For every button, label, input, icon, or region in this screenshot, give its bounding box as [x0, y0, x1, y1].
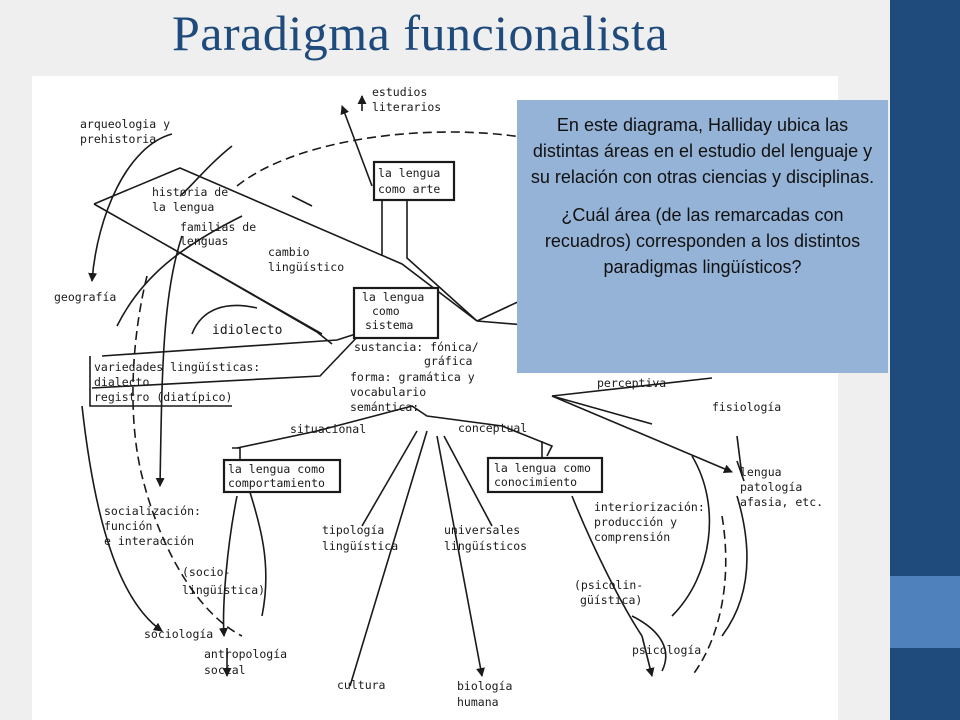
label-tipologia-1: tipología	[322, 523, 384, 537]
box-lengua-sistema: la lengua como sistema	[352, 286, 440, 340]
label-perceptiva: perceptiva	[597, 376, 666, 390]
label-socializacion-1: socialización:	[104, 504, 201, 518]
label-geografia: geografía	[54, 290, 116, 304]
box-conoc-l2: conocimiento	[494, 475, 577, 489]
side-bar-accent	[890, 576, 960, 648]
label-biologia-2: humana	[457, 695, 499, 709]
box-comp-l1: la lengua como	[228, 462, 325, 476]
label-interiorizacion-1: interiorización:	[594, 500, 705, 514]
label-situacional: situacional	[290, 422, 366, 436]
label-variedades-2: dialecto	[94, 375, 149, 389]
diagram-labels: estudios literarios arqueologia y prehis…	[54, 85, 823, 709]
label-forma-2: vocabulario	[350, 385, 426, 399]
label-cambio-1: cambio	[268, 245, 310, 259]
label-socializacion-2: función	[104, 519, 152, 533]
label-sustancia-2: gráfica	[424, 354, 472, 368]
box-lengua-comportamiento: la lengua como comportamiento	[222, 458, 342, 494]
svg-text:la lengua: la lengua	[378, 166, 440, 180]
label-patologia-1: lengua	[740, 465, 782, 479]
box-lengua-arte: la lengua como arte	[372, 160, 456, 202]
label-variedades-1: variedades lingüísticas:	[94, 360, 260, 374]
box-comp-l2: comportamiento	[228, 476, 325, 490]
slide-title: Paradigma funcionalista	[172, 5, 669, 61]
label-patologia-3: afasia, etc.	[740, 495, 823, 509]
callout-paragraph-2: ¿Cuál área (de las remarcadas con recuad…	[544, 205, 861, 277]
label-psicologia: psicología	[632, 643, 701, 657]
label-estudios-1: estudios	[372, 85, 427, 99]
label-interiorizacion-3: comprensión	[594, 530, 670, 544]
label-patologia-2: patología	[740, 480, 802, 494]
label-universales-1: universales	[444, 523, 520, 537]
diagram-lines	[81, 95, 748, 687]
box-lengua-conocimiento: la lengua como conocimiento	[486, 456, 604, 494]
label-estudios-2: literarios	[372, 100, 441, 114]
label-idiolecto: idiolecto	[212, 323, 282, 338]
label-sociologia: sociología	[144, 627, 213, 641]
label-conceptual: conceptual	[458, 421, 527, 435]
box-arte-l2: como arte	[378, 182, 440, 196]
label-arqueologia-2: prehistoria	[80, 132, 156, 146]
box-sistema-l1: la lengua	[362, 290, 424, 304]
callout-box: En este diagrama, Halliday ubica las dis…	[517, 100, 888, 373]
box-sistema-l3: sistema	[365, 318, 413, 332]
label-psicolinguistica-2: güística)	[580, 593, 642, 607]
label-arqueologia-1: arqueologia y	[80, 117, 170, 131]
box-arte-l1: la lengua	[378, 166, 440, 180]
label-cultura: cultura	[337, 678, 385, 692]
callout-paragraph-1: En este diagrama, Halliday ubica las dis…	[530, 115, 875, 187]
label-forma-1: forma: gramática y	[350, 370, 475, 384]
label-familias-1: familias de	[180, 220, 256, 234]
box-sistema-l2: como	[372, 304, 400, 318]
label-variedades-3: registro (diatípico)	[94, 390, 232, 404]
label-interiorizacion-2: producción y	[594, 515, 677, 529]
label-socializacion-3: e interacción	[104, 534, 194, 548]
label-cambio-2: lingüístico	[268, 260, 344, 274]
label-biologia-1: biología	[457, 679, 512, 693]
label-antropologia-1: antropología	[204, 647, 287, 661]
label-historia-1: historia de	[152, 185, 228, 199]
label-psicolinguistica-1: (psicolin-	[574, 578, 643, 592]
label-forma-3: semántica:	[350, 400, 419, 414]
label-sustancia-1: sustancia: fónica/	[354, 340, 479, 354]
svg-text:como arte: como arte	[378, 182, 440, 196]
label-tipologia-2: lingüística	[322, 539, 398, 553]
label-sociolinguistica-1: (socio-	[182, 565, 230, 579]
label-sociolinguistica-2: lingüística)	[182, 583, 265, 597]
label-familias-2: lenguas	[180, 234, 228, 248]
label-universales-2: lingüísticos	[444, 539, 527, 553]
box-conoc-l1: la lengua como	[494, 461, 591, 475]
label-fisiologia: fisiología	[712, 400, 781, 414]
diagram-svg: la lengua como arte la lengua como siste…	[54, 85, 823, 709]
label-antropologia-2: social	[204, 663, 246, 677]
label-historia-2: la lengua	[152, 200, 214, 214]
